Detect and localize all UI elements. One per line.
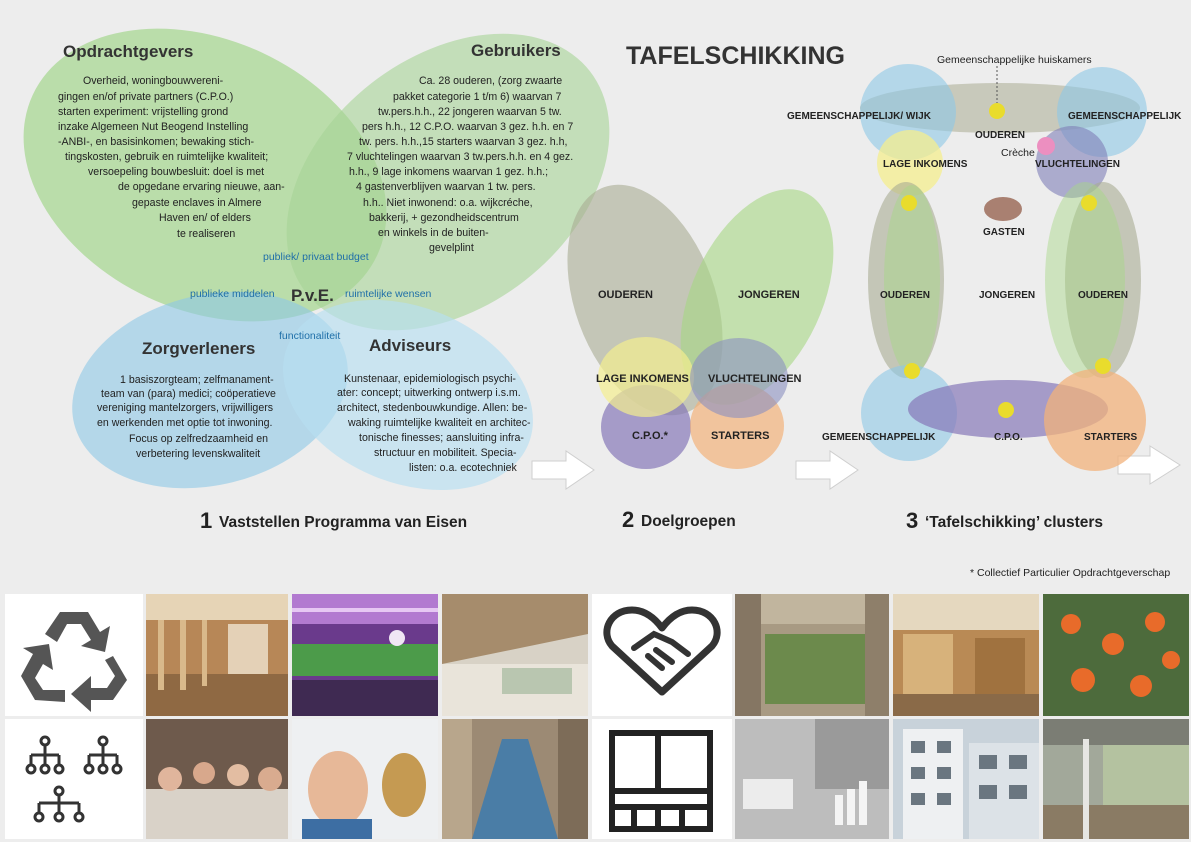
label-ouderen-right: OUDEREN [1078, 290, 1128, 301]
network-tree-icon-tile [5, 719, 143, 839]
step-1-label: Vaststellen Programma van Eisen [219, 514, 467, 531]
label-ouderen-top: OUDEREN [975, 130, 1025, 141]
photo-model [735, 719, 889, 839]
cluster-starters [1044, 369, 1146, 471]
handshake-heart-icon [603, 606, 721, 696]
step-captions: 1 Vaststellen Programma van Eisen 2 Doel… [200, 507, 1103, 533]
label-gasten: GASTEN [983, 227, 1025, 238]
arrow-right-icon [795, 450, 859, 490]
overlap-ruimtelijke-wensen: ruimtelijke wensen [345, 288, 432, 300]
cluster-ouderen-right [1065, 182, 1141, 378]
creche-dot [1037, 137, 1055, 155]
step-1-number: 1 [200, 508, 212, 533]
floor-plan-icon [609, 730, 713, 832]
label-cpo-cluster: C.P.O. [994, 432, 1023, 443]
label-ouderen: OUDEREN [598, 289, 653, 301]
petal-gebruikers [286, 33, 610, 331]
flow-arrows [531, 445, 1181, 490]
photo-group-dinner [146, 719, 288, 839]
photo-boy-mask [292, 719, 438, 839]
cluster-gem-wijk [860, 64, 956, 160]
huiskamer-dot [1095, 358, 1111, 374]
cluster-ouderen-left [868, 182, 944, 378]
cluster-lage-inkomens [877, 130, 943, 196]
handshake-heart-icon-tile [592, 594, 732, 716]
adviseurs-heading: Adviseurs [369, 336, 451, 355]
label-gemeenschappelijke-huiskamers: Gemeenschappelijke huiskamers [937, 54, 1092, 66]
opdrachtgevers-text: Overheid, woningbouwvereni- gingen en/of… [58, 75, 288, 240]
photo-facade [893, 719, 1039, 839]
opdrachtgevers-heading: Opdrachtgevers [63, 42, 193, 61]
photo-glass-interior [1043, 719, 1189, 839]
step-2-label: Doelgroepen [641, 513, 736, 530]
label-cpo: C.P.O.* [632, 430, 669, 442]
blob-lage-inkomens [598, 337, 694, 417]
step-3-number: 3 [906, 508, 918, 533]
petal-adviseurs [283, 299, 533, 491]
zorgverleners-heading: Zorgverleners [142, 339, 255, 358]
label-gem-wijk: GEMEENSCHAPPELIJK/ WIJK [787, 111, 932, 122]
label-starters: STARTERS [711, 430, 769, 442]
recycle-icon [21, 612, 127, 712]
overlap-budget: publiek/ privaat budget [263, 251, 369, 263]
huiskamer-dot [989, 103, 1005, 119]
label-vluchtelingen-cluster: VLUCHTELINGEN [1035, 159, 1120, 170]
tafelschikking-diagram: Gemeenschappelijke huiskamers GEMEENSCHA… [787, 54, 1182, 471]
cluster-jongeren-right [1045, 182, 1125, 378]
gebruikers-text: Ca. 28 ouderen, (zorg zwaarte pakket cat… [347, 75, 576, 254]
huiskamer-dot [901, 195, 917, 211]
overlap-functionaliteit: functionaliteit [279, 330, 340, 342]
label-creche: Crèche [1001, 147, 1035, 159]
label-jongeren: JONGEREN [738, 289, 800, 301]
label-jongeren-cluster: JONGEREN [979, 290, 1035, 301]
label-gem-right: GEMEENSCHAPPELIJK [1068, 111, 1182, 122]
photo-wood-rooms [893, 594, 1039, 716]
venn-diagram: Opdrachtgevers Overheid, woningbouwveren… [23, 28, 610, 491]
step-2-number: 2 [622, 507, 634, 532]
photo-courtyard-garden [735, 594, 889, 716]
photo-orange-terrace [1043, 594, 1189, 716]
label-starters-cluster: STARTERS [1084, 432, 1137, 443]
huiskamer-dot [904, 363, 920, 379]
footnote: * Collectief Particulier Opdrachtgeversc… [970, 567, 1170, 579]
photo-timber-canopy [442, 594, 588, 716]
label-gem-bottom: GEMEENSCHAPPELIJK [822, 432, 936, 443]
petal-zorgverleners [72, 291, 348, 489]
photo-tiled-stairs [442, 719, 588, 839]
gebruikers-heading: Gebruikers [471, 41, 561, 60]
photo-indoor-farm [292, 594, 438, 716]
huiskamer-dot [1081, 195, 1097, 211]
huiskamer-dot [998, 402, 1014, 418]
cluster-jongeren-left [884, 185, 940, 375]
label-vluchtelingen: VLUCHTELINGEN [708, 373, 802, 385]
recycle-icon-tile [5, 594, 143, 716]
doelgroepen-diagram: OUDEREN JONGEREN LAGE INKOMENS VLUCHTELI… [567, 184, 834, 469]
huiskamer-dots [901, 103, 1111, 418]
zorgverleners-text: 1 basiszorgteam; zelfmanament- team van … [97, 374, 279, 460]
floor-plan-icon-tile [592, 719, 732, 839]
arrow-right-icon [1117, 445, 1181, 485]
network-tree-icon [25, 735, 123, 823]
page-title: TAFELSCHIKKING [626, 42, 845, 70]
blob-vluchtelingen [690, 338, 788, 418]
pve-center-label: P.v.E. [291, 286, 334, 305]
photo-wooden-corridor [146, 594, 288, 716]
label-lage-inkomens: LAGE INKOMENS [596, 373, 689, 385]
arrow-right-icon [531, 450, 595, 490]
overlap-publieke-middelen: publieke middelen [190, 288, 275, 300]
label-ouderen-left: OUDEREN [880, 290, 930, 301]
label-lage-inkomens-cluster: LAGE INKOMENS [883, 159, 968, 170]
step-3-label: ‘Tafelschikking’ clusters [925, 514, 1103, 531]
cluster-gasten [984, 197, 1022, 221]
adviseurs-text: Kunstenaar, epidemiologisch psychi- ater… [337, 373, 533, 474]
